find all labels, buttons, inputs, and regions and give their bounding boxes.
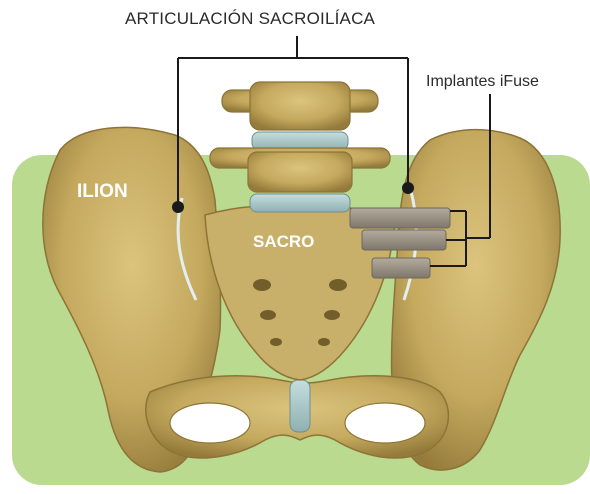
joint-marker-right (402, 182, 414, 194)
disc-l5-s1 (250, 194, 350, 212)
ifuse-implant-2 (362, 230, 446, 250)
ilium-label: ILION (77, 181, 128, 203)
obturator-foramen-right (345, 403, 425, 443)
ifuse-implant-1 (350, 208, 450, 228)
ifuse-implants-label: Implantes iFuse (426, 73, 539, 91)
joint-marker-left (172, 201, 184, 213)
disc-l4-l5 (252, 132, 348, 150)
sacroiliac-joint-label: ARTICULACIÓN SACROILÍACA (125, 9, 375, 29)
pubic-symphysis (290, 380, 310, 432)
vertebra-l4 (222, 82, 378, 130)
obturator-foramen-left (170, 403, 250, 443)
sacrum-label: SACRO (253, 232, 314, 252)
ifuse-implant-3 (372, 258, 430, 278)
